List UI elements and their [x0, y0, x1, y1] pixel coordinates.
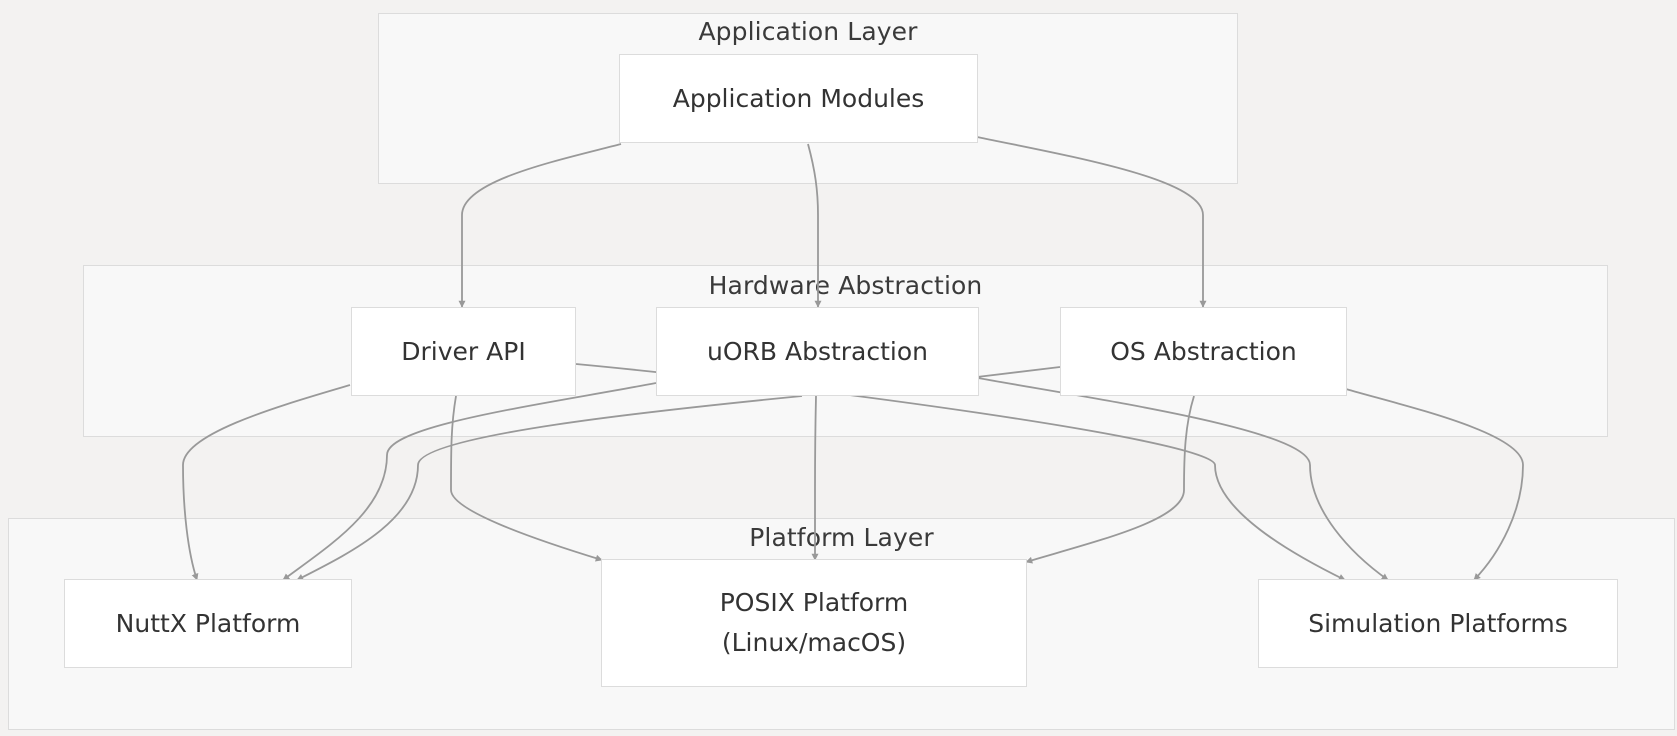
hardware-abstraction-layer-title: Hardware Abstraction	[708, 271, 983, 300]
simulation-platforms-node[interactable]: Simulation Platforms	[1258, 579, 1618, 668]
platform-layer-title: Platform Layer	[749, 523, 934, 552]
driver-api-label: Driver API	[401, 336, 526, 366]
nuttx-platform-label: NuttX Platform	[115, 608, 301, 638]
application-modules-node[interactable]: Application Modules	[619, 54, 978, 143]
application-layer-title: Application Layer	[698, 17, 918, 46]
uorb-abstraction-label: uORB Abstraction	[706, 336, 929, 366]
os-abstraction-node[interactable]: OS Abstraction	[1060, 307, 1347, 396]
posix-platform-label: POSIX Platform (Linux/macOS)	[719, 588, 909, 657]
posix-platform-node[interactable]: POSIX Platform (Linux/macOS)	[601, 559, 1027, 687]
application-modules-label: Application Modules	[672, 83, 925, 113]
driver-api-node[interactable]: Driver API	[351, 307, 576, 396]
os-abstraction-label: OS Abstraction	[1110, 336, 1297, 366]
uorb-abstraction-node[interactable]: uORB Abstraction	[656, 307, 979, 396]
simulation-platforms-label: Simulation Platforms	[1308, 608, 1568, 638]
nuttx-platform-node[interactable]: NuttX Platform	[64, 579, 352, 668]
